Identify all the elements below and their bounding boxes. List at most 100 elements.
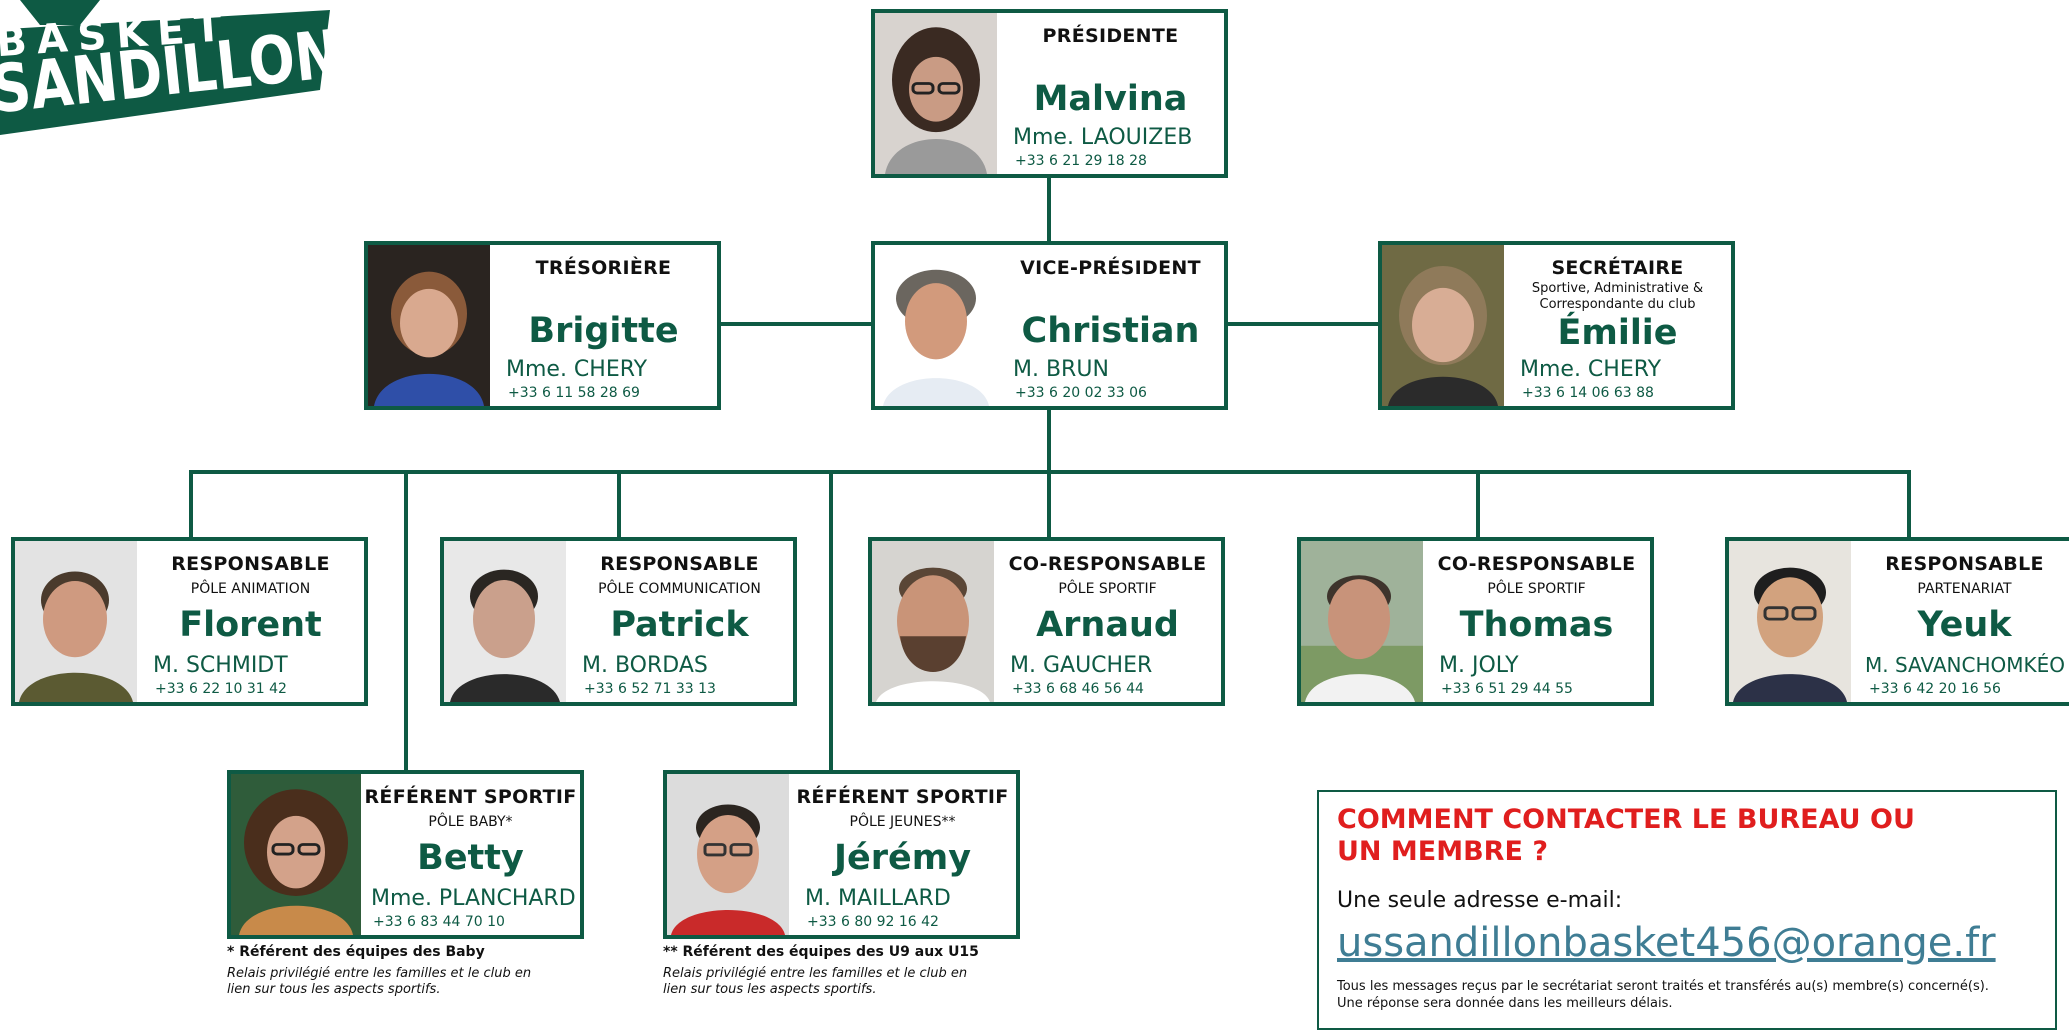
card-arnaud: CO-RESPONSABLE PÔLE SPORTIF Arnaud M. GA…	[868, 537, 1225, 706]
contact-title: COMMENT CONTACTER LE BUREAU OU UN MEMBRE…	[1337, 804, 1915, 867]
contact-info-line2: Une réponse sera donnée dans les meilleu…	[1337, 996, 1673, 1011]
connector-drop-arnaud	[1047, 470, 1051, 538]
photo-secretaire	[1382, 245, 1504, 406]
card-yeuk: RESPONSABLE PARTENARIAT Yeuk M. SAVANCHO…	[1725, 537, 2069, 706]
card-tresoriere: TRÉSORIÈRE Brigitte Mme. CHERY +33 6 11 …	[364, 241, 721, 410]
first-name: Malvina	[1033, 79, 1188, 119]
photo-vice-president	[875, 245, 997, 406]
connector-vice-down	[1047, 408, 1051, 472]
connector-drop-jeremy	[829, 470, 833, 772]
connector-president-vice	[1047, 176, 1051, 241]
surname: M. GAUCHER	[1010, 653, 1153, 678]
person-portrait-icon	[1301, 541, 1423, 702]
card-betty: RÉFÉRENT SPORTIF PÔLE BABY* Betty Mme. P…	[227, 770, 584, 939]
surname: M. SAVANCHOMKÉO	[1865, 653, 2065, 677]
photo-thomas	[1301, 541, 1423, 702]
card-patrick: RESPONSABLE PÔLE COMMUNICATION Patrick M…	[440, 537, 797, 706]
pole-label: PÔLE SPORTIF	[1058, 581, 1157, 597]
first-name: Jérémy	[833, 838, 972, 878]
connector-drop-yeuk	[1907, 470, 1911, 538]
card-secretaire: SECRÉTAIRE Sportive, Administrative & Co…	[1378, 241, 1735, 410]
contact-box: COMMENT CONTACTER LE BUREAU OU UN MEMBRE…	[1317, 790, 2057, 1030]
pole-label: PÔLE JEUNES**	[849, 814, 956, 830]
surname: Mme. LAOUIZEB	[1013, 125, 1193, 150]
card-thomas: CO-RESPONSABLE PÔLE SPORTIF Thomas M. JO…	[1297, 537, 1654, 706]
connector-treasurer-vice	[718, 322, 874, 326]
pole-label: PÔLE COMMUNICATION	[598, 581, 761, 597]
role-label: CO-RESPONSABLE	[1437, 553, 1636, 575]
connector-vice-secretary	[1225, 322, 1381, 326]
first-name: Christian	[1021, 311, 1200, 351]
role-label: RESPONSABLE	[600, 553, 759, 575]
person-portrait-icon	[667, 774, 789, 935]
photo-yeuk	[1729, 541, 1851, 702]
note-jeunes-title: ** Référent des équipes des U9 aux U15	[663, 944, 979, 960]
card-florent: RESPONSABLE PÔLE ANIMATION Florent M. SC…	[11, 537, 368, 706]
first-name: Florent	[179, 605, 322, 645]
note-baby-title: * Référent des équipes des Baby	[227, 944, 485, 960]
phone-number: +33 6 22 10 31 42	[155, 681, 287, 697]
connector-drop-florent	[189, 470, 193, 538]
first-name: Arnaud	[1036, 605, 1179, 645]
phone-number: +33 6 52 71 33 13	[584, 681, 716, 697]
role-label: SECRÉTAIRE	[1551, 257, 1684, 279]
pole-label: PÔLE BABY*	[428, 814, 513, 830]
phone-number: +33 6 51 29 44 55	[1441, 681, 1573, 697]
photo-presidente	[875, 13, 997, 174]
phone-number: +33 6 14 06 63 88	[1522, 385, 1654, 401]
role-label: VICE-PRÉSIDENT	[1020, 257, 1201, 279]
person-portrait-icon	[872, 541, 994, 702]
role-label: PRÉSIDENTE	[1042, 25, 1179, 47]
surname: Mme. PLANCHARD	[371, 886, 576, 911]
contact-email-link[interactable]: ussandillonbasket456@orange.fr	[1337, 920, 1996, 966]
person-portrait-icon	[1729, 541, 1851, 702]
connector-drop-patrick	[617, 470, 621, 538]
surname: M. BRUN	[1013, 357, 1109, 382]
pole-label: PÔLE ANIMATION	[190, 581, 311, 597]
role-label: RESPONSABLE	[171, 553, 330, 575]
first-name: Thomas	[1459, 605, 1614, 645]
note-jeunes-text: Relais privilégié entre les familles et …	[663, 966, 968, 997]
card-presidente: PRÉSIDENTE Malvina Mme. LAOUIZEB +33 6 2…	[871, 9, 1228, 178]
phone-number: +33 6 21 29 18 28	[1015, 153, 1147, 169]
logo-badge-icon	[0, 0, 330, 135]
photo-patrick	[444, 541, 566, 702]
card-jeremy: RÉFÉRENT SPORTIF PÔLE JEUNES** Jérémy M.…	[663, 770, 1020, 939]
surname: M. SCHMIDT	[153, 653, 288, 678]
role-label: RÉFÉRENT SPORTIF	[364, 786, 577, 808]
note-baby-text: Relais privilégié entre les familles et …	[227, 966, 532, 997]
first-name: Brigitte	[528, 311, 679, 351]
photo-tresoriere	[368, 245, 490, 406]
person-portrait-icon	[231, 774, 361, 935]
first-name: Patrick	[610, 605, 749, 645]
phone-number: +33 6 42 20 16 56	[1869, 681, 2001, 697]
photo-florent	[15, 541, 137, 702]
phone-number: +33 6 20 02 33 06	[1015, 385, 1147, 401]
person-portrait-icon	[368, 245, 490, 406]
person-portrait-icon	[1382, 245, 1504, 406]
role-label: RÉFÉRENT SPORTIF	[796, 786, 1009, 808]
phone-number: +33 6 68 46 56 44	[1012, 681, 1144, 697]
club-logo: BASKET SANDILLON	[0, 0, 350, 170]
phone-number: +33 6 11 58 28 69	[508, 385, 640, 401]
contact-intro: Une seule adresse e-mail:	[1337, 888, 1623, 913]
role-label: TRÉSORIÈRE	[535, 257, 672, 279]
role-label: RESPONSABLE	[1885, 553, 2044, 575]
photo-jeremy	[667, 774, 789, 935]
person-portrait-icon	[875, 245, 997, 406]
surname: Mme. CHERY	[1520, 357, 1662, 382]
role-label: CO-RESPONSABLE	[1008, 553, 1207, 575]
person-portrait-icon	[15, 541, 137, 702]
person-portrait-icon	[444, 541, 566, 702]
person-portrait-icon	[875, 13, 997, 174]
card-vice-president: VICE-PRÉSIDENT Christian M. BRUN +33 6 2…	[871, 241, 1228, 410]
phone-number: +33 6 80 92 16 42	[807, 914, 939, 930]
surname: M. BORDAS	[582, 653, 708, 678]
connector-drop-betty	[404, 470, 408, 772]
connector-drop-thomas	[1476, 470, 1480, 538]
contact-info: Tous les messages reçus par le secrétari…	[1337, 978, 2037, 1012]
surname: M. MAILLARD	[805, 886, 951, 911]
pole-label: Sportive, Administrative & Correspondant…	[1531, 281, 1704, 312]
photo-arnaud	[872, 541, 994, 702]
phone-number: +33 6 83 44 70 10	[373, 914, 505, 930]
